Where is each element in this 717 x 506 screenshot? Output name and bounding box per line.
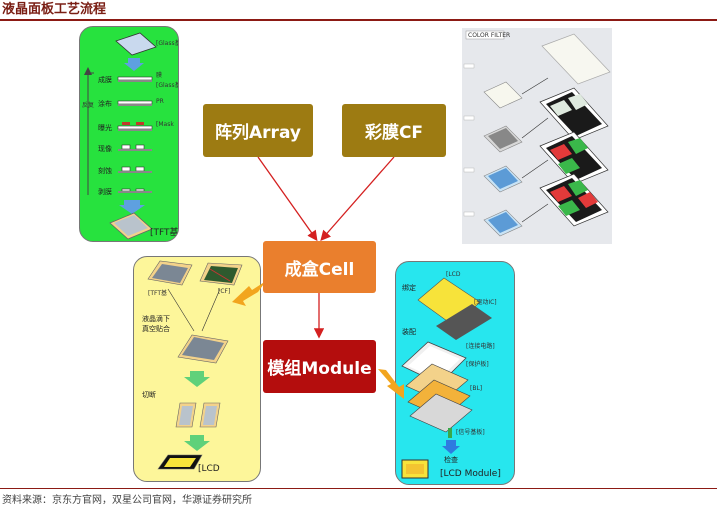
tag-lcd: [LCD: [446, 271, 461, 278]
arrow-array-to-cell: [257, 156, 318, 242]
tag-cover: [保护板]: [466, 360, 489, 368]
module-result-label: [LCD Module]: [440, 469, 501, 479]
title-rule: [0, 19, 717, 21]
arrow-cf-to-cell: [320, 156, 395, 241]
cell-step1-line2: 真空贴合: [142, 324, 170, 333]
step-label: 剥膜: [98, 187, 112, 196]
footer-rule: [0, 488, 717, 489]
tft-result-label: [TFT基: [150, 226, 178, 238]
layer-film-base: [118, 80, 152, 82]
array-box: 阵列Array: [203, 104, 313, 157]
tag-signal: [信号基板]: [456, 428, 485, 436]
cf-header: COLOR FILTER: [468, 32, 510, 39]
cell-step2: 切断: [142, 390, 156, 399]
down-arrow-4: [184, 441, 210, 451]
layer-film: [117, 76, 153, 81]
module-process-illustration: [LCD 绑定 [驱动IC] [连接电路] 装配 [保护板] [BL] [信号基…: [401, 271, 501, 479]
module-step2: 装配: [402, 327, 416, 336]
repeat-bracket: [87, 72, 94, 195]
down-arrow-5: [442, 446, 460, 454]
module-step3: 检查: [444, 455, 458, 464]
cell-process-illustration: [TFT基 [CF] 液晶滴下 真空贴合 切断 [LCD: [142, 260, 243, 474]
tag-driver: [驱动IC]: [474, 299, 497, 306]
cell-step1-line1: 液晶滴下: [142, 314, 170, 323]
tag-tft: [TFT基: [148, 289, 167, 297]
cell-box: 成盒Cell: [263, 241, 376, 293]
module-box: 模组Module: [263, 340, 376, 393]
svg-text:膜: 膜: [156, 71, 162, 79]
svg-text:[Glass基: [Glass基: [156, 81, 178, 89]
tag-cf: [CF]: [218, 288, 230, 295]
lcd-result-label: [LCD: [198, 464, 220, 474]
down-arrow-1: [124, 58, 144, 71]
step-label: 曝光: [98, 123, 112, 132]
tft-process-illustration: [Glass基 膜 [Glass基 PR [Mask 成膜 涂布 曝光 现像 刻…: [82, 32, 178, 240]
svg-text:PR: PR: [156, 98, 164, 105]
tag-circuit: [连接电路]: [466, 342, 495, 350]
step-label: 涂布: [98, 99, 112, 108]
source-footer: 资料来源：京东方官网，双星公司官网，华源证券研究所: [2, 495, 252, 506]
cell-process-panel: [TFT基 [CF] 液晶滴下 真空贴合 切断 [LCD: [133, 256, 261, 482]
step-label: 刻蚀: [98, 166, 112, 175]
cf-box: 彩膜CF: [342, 104, 446, 157]
step-label: 成膜: [98, 75, 112, 84]
down-arrow-2: [119, 200, 145, 214]
page-title: 液晶面板工艺流程: [2, 2, 107, 17]
svg-text:[Mask: [Mask: [156, 121, 174, 128]
glass-substrate-shape: [115, 32, 157, 56]
step-label: 现像: [98, 144, 112, 153]
module-process-panel: [LCD 绑定 [驱动IC] [连接电路] 装配 [保护板] [BL] [信号基…: [395, 261, 515, 485]
color-filter-panel: COLOR FILTER: [462, 28, 612, 244]
repeat-label: 反复: [82, 101, 94, 109]
module-step1: 绑定: [402, 283, 416, 292]
tag-glass: [Glass基: [156, 39, 178, 47]
color-filter-illustration: COLOR FILTER: [463, 30, 611, 237]
tag-bl: [BL]: [470, 385, 482, 392]
tft-process-panel: [Glass基 膜 [Glass基 PR [Mask 成膜 涂布 曝光 现像 刻…: [79, 26, 179, 242]
down-arrow-3: [184, 377, 210, 387]
